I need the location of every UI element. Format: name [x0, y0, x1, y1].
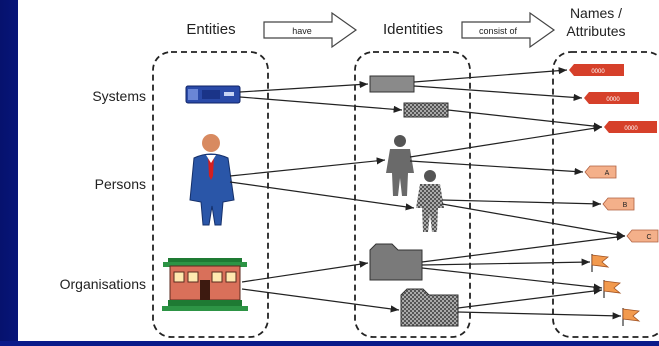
row-label-systems: Systems [92, 88, 146, 104]
identities-column-box [354, 51, 471, 338]
arrow-icon [413, 85, 583, 101]
tag-label: B [623, 202, 628, 209]
person-silhouette-icon [386, 135, 414, 196]
person-silhouette-icon [416, 170, 444, 232]
tag-icon: 0000 [569, 64, 624, 76]
tag-icon: C [626, 229, 659, 243]
row-label-persons: Persons [95, 176, 146, 192]
arrow-icon [229, 157, 386, 177]
arrow-icon [241, 260, 369, 283]
header-identities: Identities [383, 21, 443, 38]
tag-label: 0000 [624, 126, 638, 132]
identity-box-icon [369, 75, 415, 93]
flag-icon [622, 308, 641, 326]
businessman-icon [189, 134, 235, 226]
tag-label: 0000 [606, 97, 620, 103]
flag-icon [591, 254, 610, 272]
arrow-icon [409, 124, 603, 158]
identity-box-icon [403, 102, 449, 118]
server-icon [185, 85, 241, 104]
tag-icon: 0000 [584, 92, 639, 104]
header-names-line1: Names / [570, 5, 622, 21]
arrow-icon [421, 258, 591, 266]
arrow-icon [241, 288, 400, 313]
tag-icon: 0000 [604, 121, 657, 133]
tag-icon: A [584, 165, 617, 179]
arrow-icon [457, 287, 603, 309]
relation-have-label: have [292, 26, 312, 36]
relation-have-arrow-icon: have [263, 11, 358, 49]
arrow-icon [229, 181, 415, 211]
row-label-organisations: Organisations [60, 276, 146, 292]
entity-identity-arrows [229, 80, 415, 313]
header-names-line2: Attributes [566, 23, 625, 39]
identity-attribute-arrows [409, 67, 626, 320]
tag-label: A [605, 170, 610, 177]
arrow-icon [413, 67, 568, 83]
arrow-icon [421, 267, 603, 291]
arrow-icon [421, 233, 626, 263]
arrow-icon [457, 311, 622, 320]
tag-label: C [646, 234, 651, 241]
folder-identity-icon [400, 288, 459, 327]
arrow-icon [441, 199, 602, 208]
header-entities: Entities [186, 21, 235, 38]
arrow-icon [239, 80, 369, 93]
tag-label: 0000 [591, 69, 605, 75]
arrow-icon [239, 96, 403, 113]
arrow-icon [441, 203, 626, 239]
identity-diagram: Entities have Identities consist of Name… [60, 5, 659, 338]
folder-identity-icon [369, 243, 423, 281]
diagram-panel: Entities have Identities consist of Name… [18, 0, 659, 341]
relation-consist-of-label: consist of [479, 26, 518, 36]
arrow-icon [447, 109, 603, 130]
tag-icon: B [602, 197, 635, 211]
entities-column-box [152, 51, 269, 338]
relation-consist-of-arrow-icon: consist of [461, 11, 556, 49]
building-icon [162, 258, 248, 311]
arrow-icon [409, 160, 584, 176]
flag-icon [603, 280, 622, 298]
